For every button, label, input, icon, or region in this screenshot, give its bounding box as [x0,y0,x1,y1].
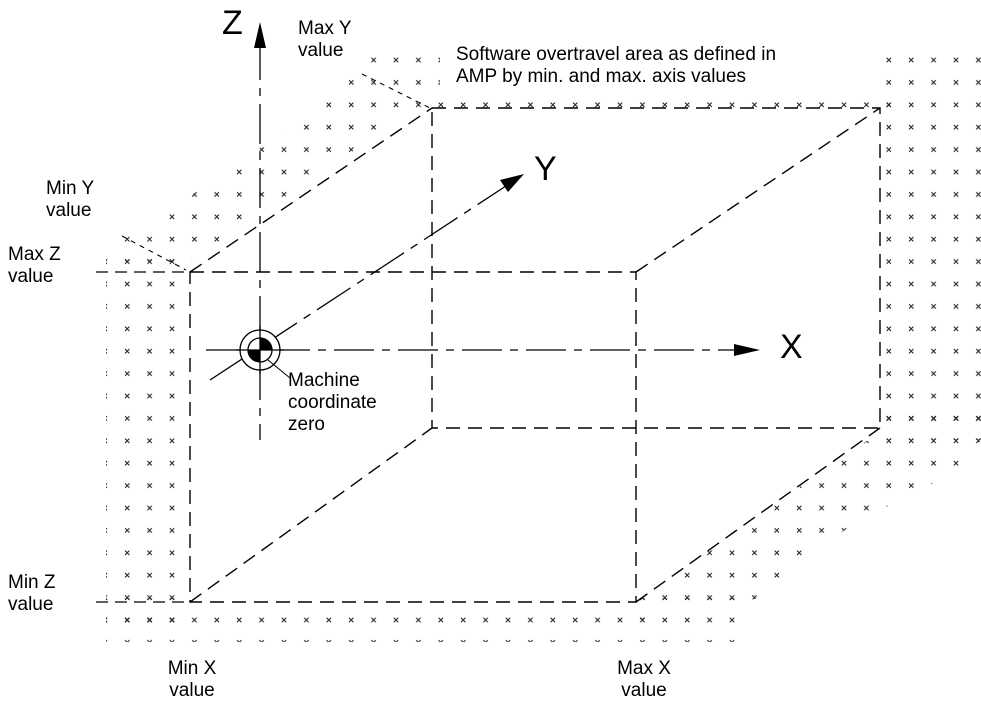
machine-zero-label-line1: Machine [288,370,360,391]
max-y-label-line2: value [298,40,344,61]
machine-zero-label: Machine coordinate zero [288,370,377,436]
arrow-icon-z [254,22,266,48]
min-y-leader [121,235,187,271]
overtravel-bottom-band [106,598,740,642]
x-axis-label: X [780,328,803,366]
min-y-label: Min Y value [46,178,94,222]
max-z-label: Max Z value [8,244,61,288]
leader-lines [121,73,431,271]
overtravel-box [189,107,881,603]
box-edge-top-right [635,107,881,273]
extension-lines [96,271,190,603]
overtravel-diagonal-band [636,410,981,620]
y-axis-label: Y [534,150,557,188]
max-y-leader [361,73,431,109]
min-z-label-line2: value [8,594,54,615]
overtravel-top-band [106,50,440,262]
box-edge-bottom-right [635,427,881,603]
max-z-label-line1: Max Z [8,244,61,265]
max-z-label-line2: value [8,266,54,287]
overtravel-area [106,50,981,642]
machine-zero-symbol [236,326,284,374]
min-x-label-line2: value [169,680,215,701]
box-interior [190,108,880,602]
min-y-label-line2: value [46,200,92,221]
overtravel-label: Software overtravel area as defined in A… [456,44,776,88]
origin-leader [267,359,291,379]
min-z-label: Min Z value [8,572,56,616]
box-edge-bottom-left [189,427,433,603]
machine-zero-label-line2: coordinate [288,392,377,413]
overtravel-right-band [880,52,981,440]
box-front-face [189,271,637,603]
y-axis-line [209,181,513,381]
min-z-label-line1: Min Z [8,572,56,593]
box-back-face [431,107,881,429]
max-y-label-line1: Max Y [298,18,352,39]
machine-zero-label-line3: zero [288,414,325,435]
overtravel-top-strip [420,88,890,110]
max-x-label: Max X value [604,658,684,702]
max-x-label-line2: value [621,680,667,701]
min-y-label-line1: Min Y [46,178,95,199]
overtravel-label-line2: AMP by min. and max. axis values [456,66,747,87]
z-axis-label: Z [222,4,243,42]
max-y-label: Max Y value [298,18,352,62]
arrow-icon-x [734,344,760,356]
box-edge-top-left [189,107,433,273]
max-x-label-line1: Max X [617,658,671,679]
min-x-label: Min X value [152,658,232,702]
arrow-icon-y [500,174,524,192]
overtravel-left-band [106,258,192,640]
axis-arrowheads [254,22,760,356]
overtravel-label-line1: Software overtravel area as defined in [456,44,777,65]
min-x-label-line1: Min X [167,658,217,679]
